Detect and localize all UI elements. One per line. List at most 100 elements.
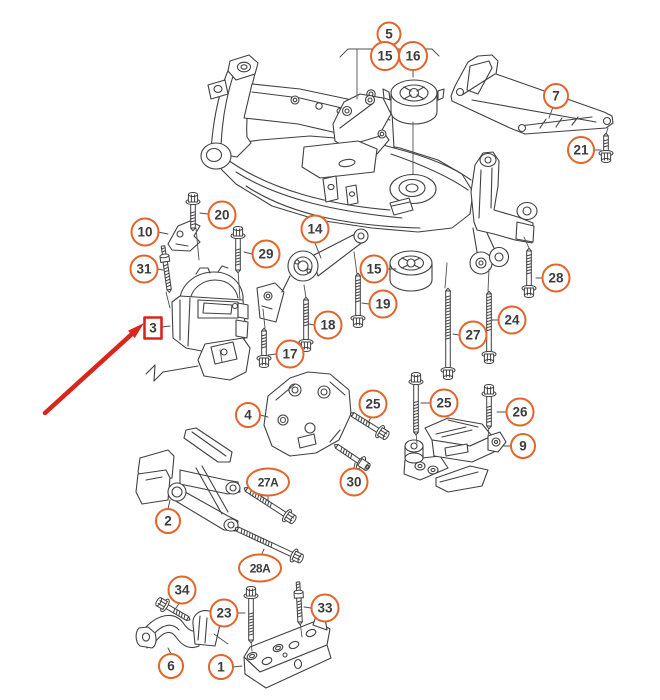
bolt-24 bbox=[481, 290, 497, 364]
leader-line-14 bbox=[314, 242, 322, 259]
callout-ring bbox=[207, 200, 237, 230]
callout-9[interactable]: 9 bbox=[510, 433, 536, 459]
callout-ring bbox=[129, 254, 159, 284]
part-heat-shield bbox=[145, 337, 251, 382]
callout-28[interactable]: 28 bbox=[541, 263, 571, 293]
part-rubber-mount-15 bbox=[389, 250, 433, 292]
callout-label: 34 bbox=[174, 583, 190, 598]
callout-17[interactable]: 17 bbox=[275, 339, 305, 369]
callout-28A[interactable]: 28A bbox=[238, 553, 282, 583]
callout-ring bbox=[130, 217, 160, 247]
bolt-28a bbox=[234, 526, 304, 564]
callout-31[interactable]: 31 bbox=[129, 254, 159, 284]
callout-24[interactable]: 24 bbox=[497, 305, 527, 335]
callout-30[interactable]: 30 bbox=[339, 467, 369, 497]
callout-20[interactable]: 20 bbox=[207, 200, 237, 230]
callout-ring bbox=[208, 654, 234, 680]
leader-line-2 bbox=[167, 499, 171, 510]
callout-label: 3 bbox=[149, 321, 157, 336]
callout-25[interactable]: 25 bbox=[358, 389, 388, 419]
callout-label: 28 bbox=[548, 271, 564, 286]
callout-16[interactable]: 16 bbox=[398, 41, 428, 71]
leader-line-10 bbox=[157, 231, 169, 235]
bolt-21 bbox=[598, 132, 614, 163]
bolt-19 bbox=[350, 272, 366, 328]
callout-label: 18 bbox=[320, 318, 336, 333]
callout-ring bbox=[158, 653, 184, 679]
callout-19[interactable]: 19 bbox=[368, 289, 398, 319]
part-bracket-7 bbox=[450, 54, 614, 135]
leader-line-19 bbox=[361, 302, 370, 305]
callout-25-2[interactable]: 25 bbox=[429, 388, 459, 418]
bolt-25-right bbox=[408, 372, 424, 436]
bolt-17 bbox=[256, 327, 272, 368]
bolt-30 bbox=[333, 443, 371, 471]
callout-33[interactable]: 33 bbox=[310, 593, 340, 623]
callout-14[interactable]: 14 bbox=[300, 214, 330, 244]
callout-label: 16 bbox=[405, 49, 421, 64]
callout-label: 23 bbox=[216, 606, 232, 621]
callout-27A[interactable]: 27A bbox=[246, 467, 290, 497]
leader-line-33 bbox=[303, 606, 312, 609]
callout-label: 19 bbox=[375, 297, 390, 312]
callout-ring bbox=[310, 593, 340, 623]
bolt-27 bbox=[440, 287, 456, 380]
callout-label: 25 bbox=[436, 396, 452, 411]
leader-line-30 bbox=[353, 462, 356, 469]
leader-line-17 bbox=[267, 353, 277, 356]
callout-ring bbox=[497, 305, 527, 335]
leader-line-4 bbox=[259, 414, 269, 418]
part-bracket-6 bbox=[135, 610, 221, 649]
bolt-28 bbox=[521, 247, 537, 298]
callout-ring bbox=[209, 598, 239, 628]
callout-4[interactable]: 4 bbox=[235, 402, 261, 428]
callout-label: 1 bbox=[217, 660, 225, 675]
callout-ring bbox=[238, 553, 282, 583]
part-engine-mount-3 bbox=[171, 265, 249, 354]
leader-line-18 bbox=[308, 323, 315, 326]
leader-line-31 bbox=[157, 268, 164, 271]
leader-line-29 bbox=[243, 251, 253, 255]
leader-line-3 bbox=[161, 325, 171, 328]
callout-6[interactable]: 6 bbox=[158, 653, 184, 679]
leader-line-7 bbox=[548, 106, 554, 119]
callout-label: 31 bbox=[136, 262, 152, 277]
callout-label: 5 bbox=[385, 27, 393, 42]
callout-1[interactable]: 1 bbox=[208, 654, 234, 680]
callout-label: 20 bbox=[214, 208, 229, 223]
callout-21[interactable]: 21 bbox=[567, 136, 595, 164]
callout-23[interactable]: 23 bbox=[209, 598, 239, 628]
callout-7[interactable]: 7 bbox=[543, 83, 569, 109]
callout-3[interactable]: 3 bbox=[143, 316, 163, 340]
callout-2[interactable]: 2 bbox=[155, 508, 181, 534]
callout-29[interactable]: 29 bbox=[251, 239, 281, 269]
callout-18[interactable]: 18 bbox=[313, 310, 343, 340]
callout-label: 15 bbox=[377, 49, 393, 64]
callout-label: 27A bbox=[258, 476, 279, 490]
callout-15[interactable]: 15 bbox=[370, 41, 400, 71]
callout-ring bbox=[300, 214, 330, 244]
leader-line-20 bbox=[199, 212, 209, 215]
callout-27[interactable]: 27 bbox=[458, 320, 488, 350]
leader-line-27 bbox=[452, 333, 460, 336]
stud-31 bbox=[159, 245, 172, 293]
callout-ring bbox=[275, 339, 305, 369]
callout-label: 17 bbox=[282, 347, 297, 362]
callout-26[interactable]: 26 bbox=[505, 397, 535, 427]
callout-ring bbox=[505, 397, 535, 427]
callout-34[interactable]: 34 bbox=[167, 575, 197, 605]
callout-label: 9 bbox=[519, 439, 527, 454]
part-support-block-1 bbox=[243, 615, 332, 689]
callout-15-2[interactable]: 15 bbox=[359, 254, 389, 284]
highlight-box bbox=[143, 316, 163, 340]
leader-line-28A bbox=[261, 548, 265, 555]
callout-label: 7 bbox=[552, 89, 560, 104]
callout-10[interactable]: 10 bbox=[130, 217, 160, 247]
part-rubber-mount-16 bbox=[382, 79, 445, 125]
bolt-25-left bbox=[349, 412, 390, 441]
red-pointer-arrow bbox=[42, 323, 144, 416]
callout-ring bbox=[155, 508, 181, 534]
bolt-29 bbox=[230, 226, 246, 274]
